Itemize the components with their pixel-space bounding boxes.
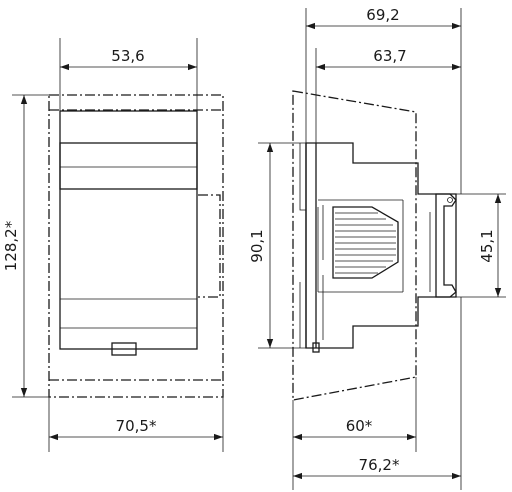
side-rail-height-label: 45,1 [478,229,496,262]
side-clip-pin [447,197,453,203]
side-din-clip [435,193,457,298]
side-front-step-upper [299,143,306,211]
front-envelope-outline [48,94,224,398]
side-terminal-hatching [332,206,399,279]
side-overall-depth-label: 76,2* [359,456,400,474]
front-envelope-width-label: 70,5* [116,417,157,435]
front-din-latch [111,342,137,356]
side-front-face [305,143,317,348]
side-body-depth-label: 63,7 [373,47,406,65]
side-bottom-latch [312,342,320,353]
front-device-cover [59,142,198,190]
side-device-profile [305,142,457,349]
front-height-label: 128,2* [2,220,20,271]
front-view: 53,6 128,2* 70,5* [2,38,224,452]
front-width-label: 53,6 [111,47,144,65]
side-view: 69,2 63,7 90,1 45,1 60* 76,2* [248,6,506,490]
side-envelope-outline [292,90,417,401]
front-device-body [59,110,198,350]
side-front-height-label: 90,1 [248,229,266,262]
side-envelope-depth-label: 60* [346,417,373,435]
front-side-tab [198,194,221,298]
side-total-depth-label: 69,2 [366,6,399,24]
